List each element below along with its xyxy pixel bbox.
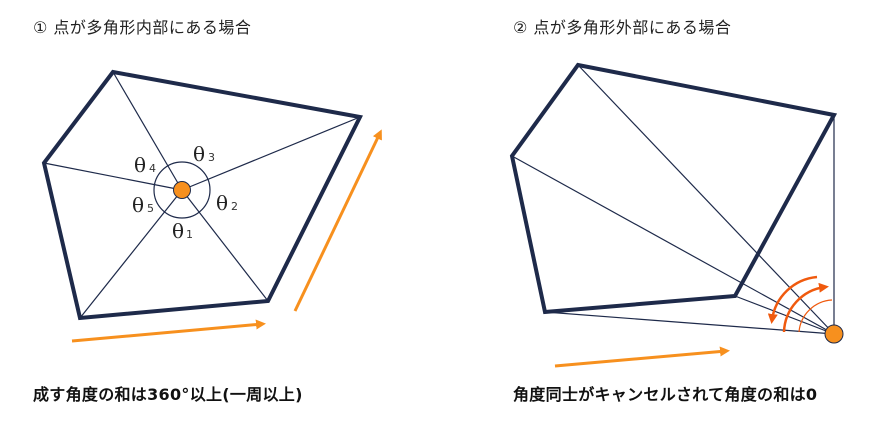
spoke-lines <box>43 71 361 319</box>
right-figure <box>509 62 844 368</box>
right-heading: ② 点が多角形外部にある場合 <box>513 18 732 37</box>
interior-point-icon <box>173 181 191 199</box>
polygon <box>41 69 363 321</box>
svg-text:4: 4 <box>149 162 156 175</box>
svg-text:2: 2 <box>231 200 238 213</box>
left-heading: ① 点が多角形内部にある場合 <box>33 18 252 37</box>
svg-text:1: 1 <box>186 228 193 241</box>
right-caption: 角度同士がキャンセルされて角度の和は0 <box>513 385 818 404</box>
svg-text:5: 5 <box>147 202 154 215</box>
ray-lines <box>511 64 835 335</box>
svg-text:θ: θ <box>172 219 184 243</box>
direction-arrow-icon <box>554 346 730 368</box>
cancel-arc-arrow-icon <box>767 275 833 333</box>
angle-label-theta1: θ 1 <box>172 219 193 243</box>
svg-text:θ: θ <box>193 142 205 166</box>
polygon <box>509 62 838 315</box>
svg-text:θ: θ <box>134 153 146 177</box>
direction-arrow-icon <box>293 129 382 312</box>
svg-text:θ: θ <box>216 191 228 215</box>
angle-label-theta3: θ 3 <box>193 142 215 166</box>
angle-label-theta2: θ 2 <box>216 191 238 215</box>
left-figure: θ 1 θ 2 θ 3 θ 4 θ 5 <box>41 69 382 343</box>
angle-label-theta4: θ 4 <box>134 153 156 177</box>
direction-arrow-icon <box>71 319 266 343</box>
left-caption: 成す角度の和は360°以上(一周以上) <box>33 385 303 404</box>
exterior-point-icon <box>824 324 844 344</box>
angle-label-theta5: θ 5 <box>132 193 154 217</box>
angle-circle <box>153 161 211 219</box>
svg-text:θ: θ <box>132 193 144 217</box>
svg-text:3: 3 <box>208 151 215 164</box>
